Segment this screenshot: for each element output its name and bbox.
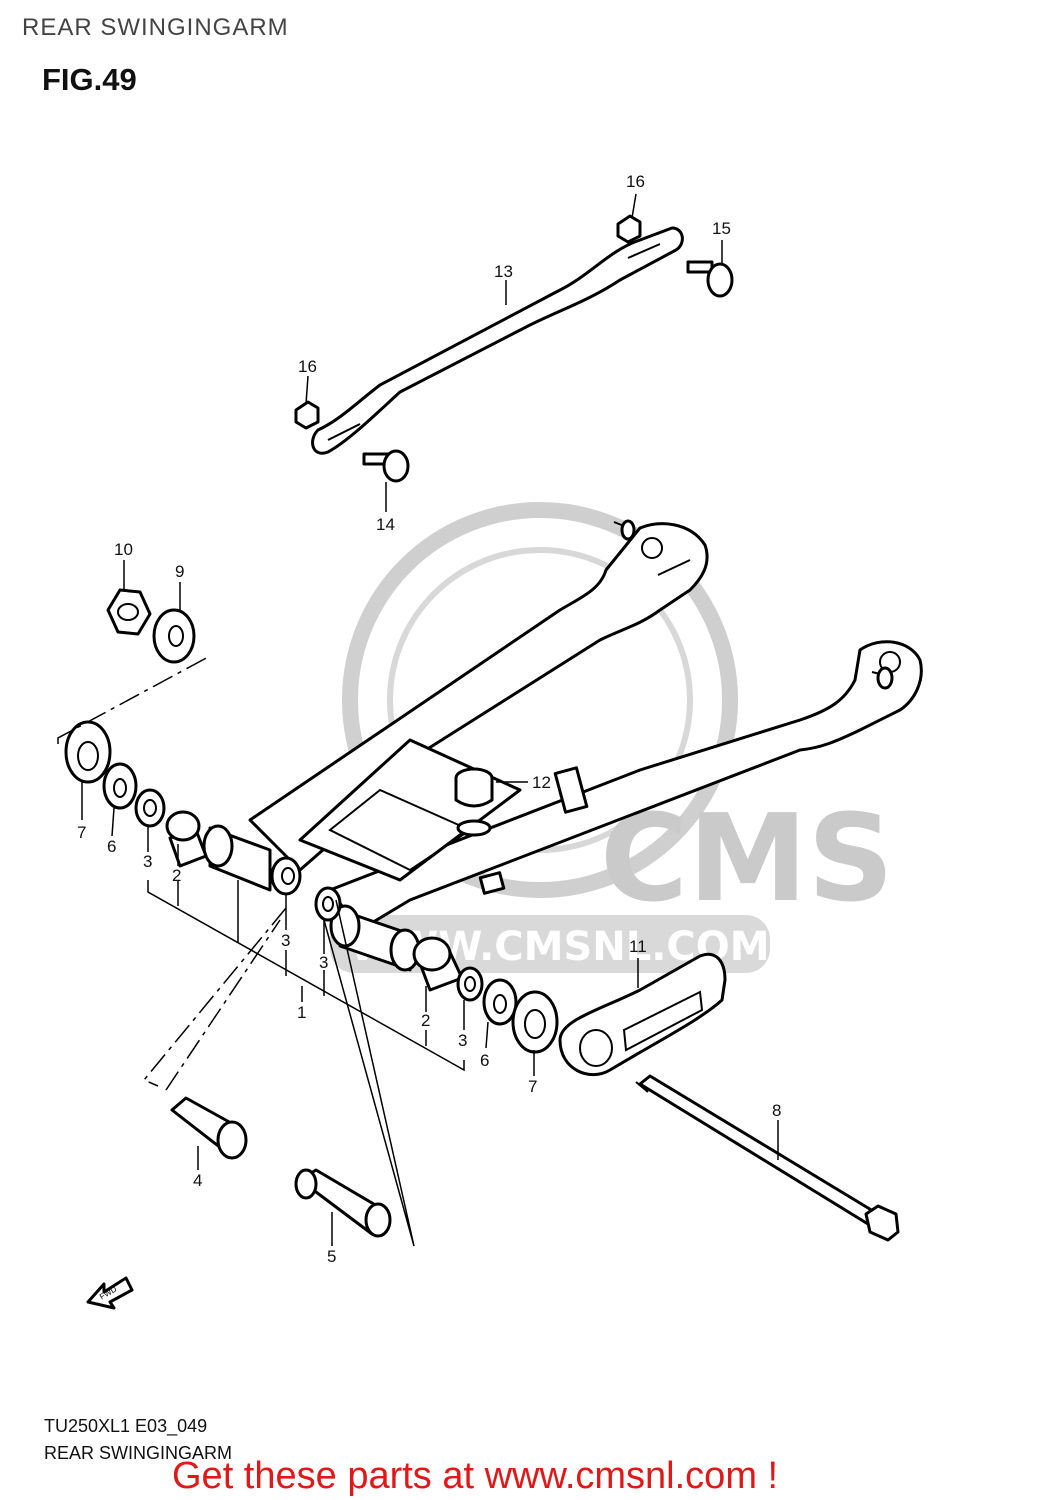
callout-8: 8 [772,1101,781,1120]
callout-6-right: 6 [480,1051,489,1070]
callout-4: 4 [193,1171,202,1190]
callout-2-left: 2 [172,866,181,885]
part-7-dust-seal-right [511,990,559,1054]
part-14-bolt [362,449,410,483]
page-title: REAR SWINGINGARM [22,14,289,41]
part-11-chain-buffer [558,952,727,1076]
callout-10: 10 [114,540,133,559]
part-6-washer-right [482,978,518,1026]
part-8-pivot-bolt [635,1074,900,1242]
callout-6-left: 6 [107,837,116,856]
callout-12: 12 [532,773,551,792]
figure-label: FIG.49 [42,62,137,97]
callout-7-left: 7 [77,823,86,842]
callout-2-right: 2 [421,1011,430,1030]
part-3-bearing-left [134,788,166,828]
callout-14: 14 [376,515,395,534]
watermark-logo-text: CMS [600,790,894,929]
footer-caption: REAR SWINGINGARM [44,1443,233,1463]
callout-16-lower: 16 [298,357,317,376]
callout-3-inner-b: 3 [319,953,328,972]
leader-lines [57,193,779,1247]
part-15-bolt [686,260,734,298]
callout-7-right: 7 [528,1077,537,1096]
part-3-bearing-inner-a [270,856,302,896]
part-13-chain-stay [311,226,684,455]
part-16-nut-upper [616,214,642,244]
callout-5: 5 [327,1247,336,1266]
callout-3-right: 3 [458,1031,467,1050]
figure-code: TU250XL1 E03_049 [44,1416,208,1436]
part-16-nut-lower [294,400,320,430]
part-2-spacer-left [165,810,208,868]
callout-9: 9 [175,562,184,581]
callout-11: 11 [629,937,647,956]
callout-15: 15 [712,219,731,238]
part-3-bearing-right [456,966,484,1002]
part-4-collar [170,1096,248,1160]
part-12-bumper [454,767,494,837]
callout-3-inner-a: 3 [281,931,290,950]
callout-3-left: 3 [143,852,152,871]
callout-13: 13 [494,262,513,281]
fwd-direction-arrow: FWD [86,1276,134,1310]
part-3-bearing-inner-b [314,886,342,922]
part-9-washer [152,608,196,664]
part-6-washer-left [102,762,138,810]
promo-link-text[interactable]: Get these parts at www.cmsnl.com ! [172,1455,779,1497]
part-7-dust-seal-left [64,720,112,784]
callout-1: 1 [297,1003,306,1022]
part-2-spacer-right [412,936,464,992]
callout-labels: 16 15 13 16 14 10 9 12 7 6 3 2 3 3 1 11 … [77,172,781,1266]
part-10-nut [106,588,152,636]
part-5-collar [294,1168,392,1238]
callout-16-upper: 16 [626,172,645,191]
